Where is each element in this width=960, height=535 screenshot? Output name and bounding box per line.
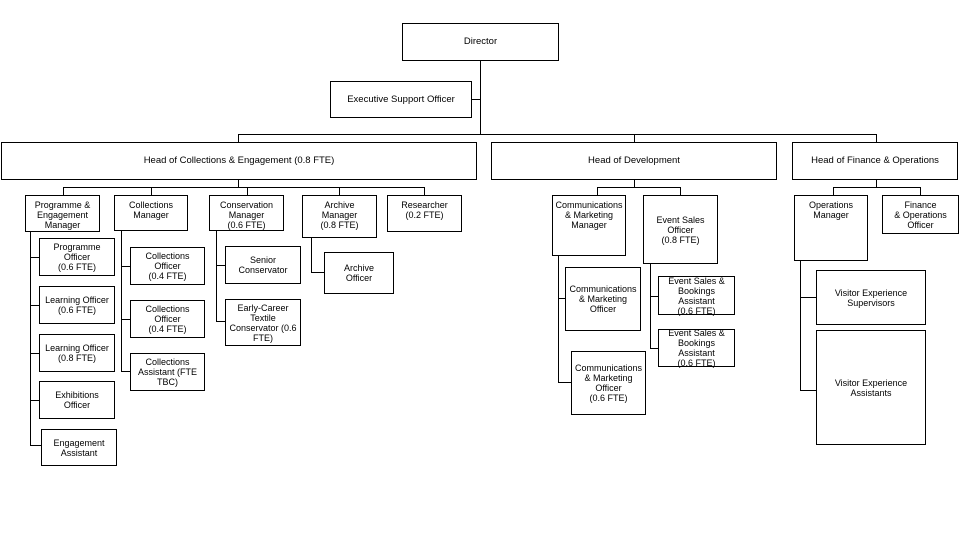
connector xyxy=(247,187,248,195)
connector xyxy=(216,231,217,322)
director-box: Director xyxy=(402,23,559,61)
archive-officer-box: Archive Officer xyxy=(324,252,394,294)
connector xyxy=(30,257,39,258)
connector xyxy=(311,238,312,273)
connector xyxy=(121,371,130,372)
connector xyxy=(121,266,130,267)
connector xyxy=(30,445,41,446)
connector xyxy=(920,187,921,195)
connector xyxy=(833,187,921,188)
connector xyxy=(30,353,39,354)
connector xyxy=(339,187,340,195)
connector xyxy=(480,61,481,135)
engagement-assistant-box: Engagement Assistant xyxy=(41,429,117,466)
connector xyxy=(238,180,239,187)
senior-conservator-box: Senior Conservator xyxy=(225,246,301,284)
connector xyxy=(311,272,324,273)
comms-marketing-manager-box: Communications & Marketing Manager xyxy=(552,195,626,256)
connector xyxy=(800,261,801,391)
programme-engagement-manager-box: Programme & Engagement Manager xyxy=(25,195,100,232)
connector xyxy=(30,232,31,445)
connector xyxy=(216,321,225,322)
connector xyxy=(238,134,239,142)
connector xyxy=(558,382,571,383)
head-finance-operations-box: Head of Finance & Operations xyxy=(792,142,958,180)
event-sales-officer-box: Event Sales Officer (0.8 FTE) xyxy=(643,195,718,264)
connector xyxy=(597,187,681,188)
event-sales-bookings-assistant-box: Event Sales & Bookings Assistant (0.6 FT… xyxy=(658,276,735,316)
connector xyxy=(876,134,877,142)
connector xyxy=(121,319,130,320)
connector xyxy=(30,305,39,306)
operations-manager-box: Operations Manager xyxy=(794,195,868,261)
connector xyxy=(558,256,559,382)
visitor-experience-supervisors-box: Visitor Experience Supervisors xyxy=(816,270,926,325)
comms-marketing-officer-box: Communications & Marketing Officer (0.6 … xyxy=(571,351,646,415)
connector xyxy=(216,265,225,266)
head-collections-engagement-box: Head of Collections & Engagement (0.8 FT… xyxy=(1,142,477,180)
comms-marketing-officer-box: Communications & Marketing Officer xyxy=(565,267,641,331)
connector xyxy=(151,187,152,195)
collections-officer-box: Collections Officer (0.4 FTE) xyxy=(130,247,205,285)
connector xyxy=(63,187,425,188)
connector xyxy=(876,180,877,187)
connector xyxy=(680,187,681,195)
collections-officer-box: Collections Officer (0.4 FTE) xyxy=(130,300,205,338)
visitor-experience-assistants-box: Visitor Experience Assistants xyxy=(816,330,926,445)
connector xyxy=(800,390,816,391)
collections-manager-box: Collections Manager xyxy=(114,195,188,231)
connector xyxy=(472,99,480,100)
connector xyxy=(558,298,565,299)
connector xyxy=(424,187,425,195)
connector xyxy=(238,134,877,135)
learning-officer-box: Learning Officer (0.6 FTE) xyxy=(39,286,115,324)
early-career-conservator-box: Early-Career Textile Conservator (0.6 FT… xyxy=(225,299,301,346)
connector xyxy=(30,400,39,401)
collections-assistant-box: Collections Assistant (FTE TBC) xyxy=(130,353,205,391)
conservation-manager-box: Conservation Manager (0.6 FTE) xyxy=(209,195,284,231)
connector xyxy=(800,297,816,298)
connector xyxy=(597,187,598,195)
connector xyxy=(63,187,64,195)
connector xyxy=(650,264,651,348)
connector xyxy=(650,296,658,297)
programme-officer-box: Programme Officer (0.6 FTE) xyxy=(39,238,115,276)
exhibitions-officer-box: Exhibitions Officer xyxy=(39,381,115,419)
head-development-box: Head of Development xyxy=(491,142,777,180)
connector xyxy=(634,134,635,142)
connector xyxy=(650,348,658,349)
executive-support-officer-box: Executive Support Officer xyxy=(330,81,472,118)
archive-manager-box: Archive Manager (0.8 FTE) xyxy=(302,195,377,238)
connector xyxy=(634,180,635,187)
researcher-box: Researcher (0.2 FTE) xyxy=(387,195,462,232)
connector xyxy=(121,231,122,371)
finance-operations-officer-box: Finance & Operations Officer xyxy=(882,195,959,234)
event-sales-bookings-assistant-box: Event Sales & Bookings Assistant (0.6 FT… xyxy=(658,328,735,368)
learning-officer-box: Learning Officer (0.8 FTE) xyxy=(39,334,115,372)
connector xyxy=(833,187,834,195)
